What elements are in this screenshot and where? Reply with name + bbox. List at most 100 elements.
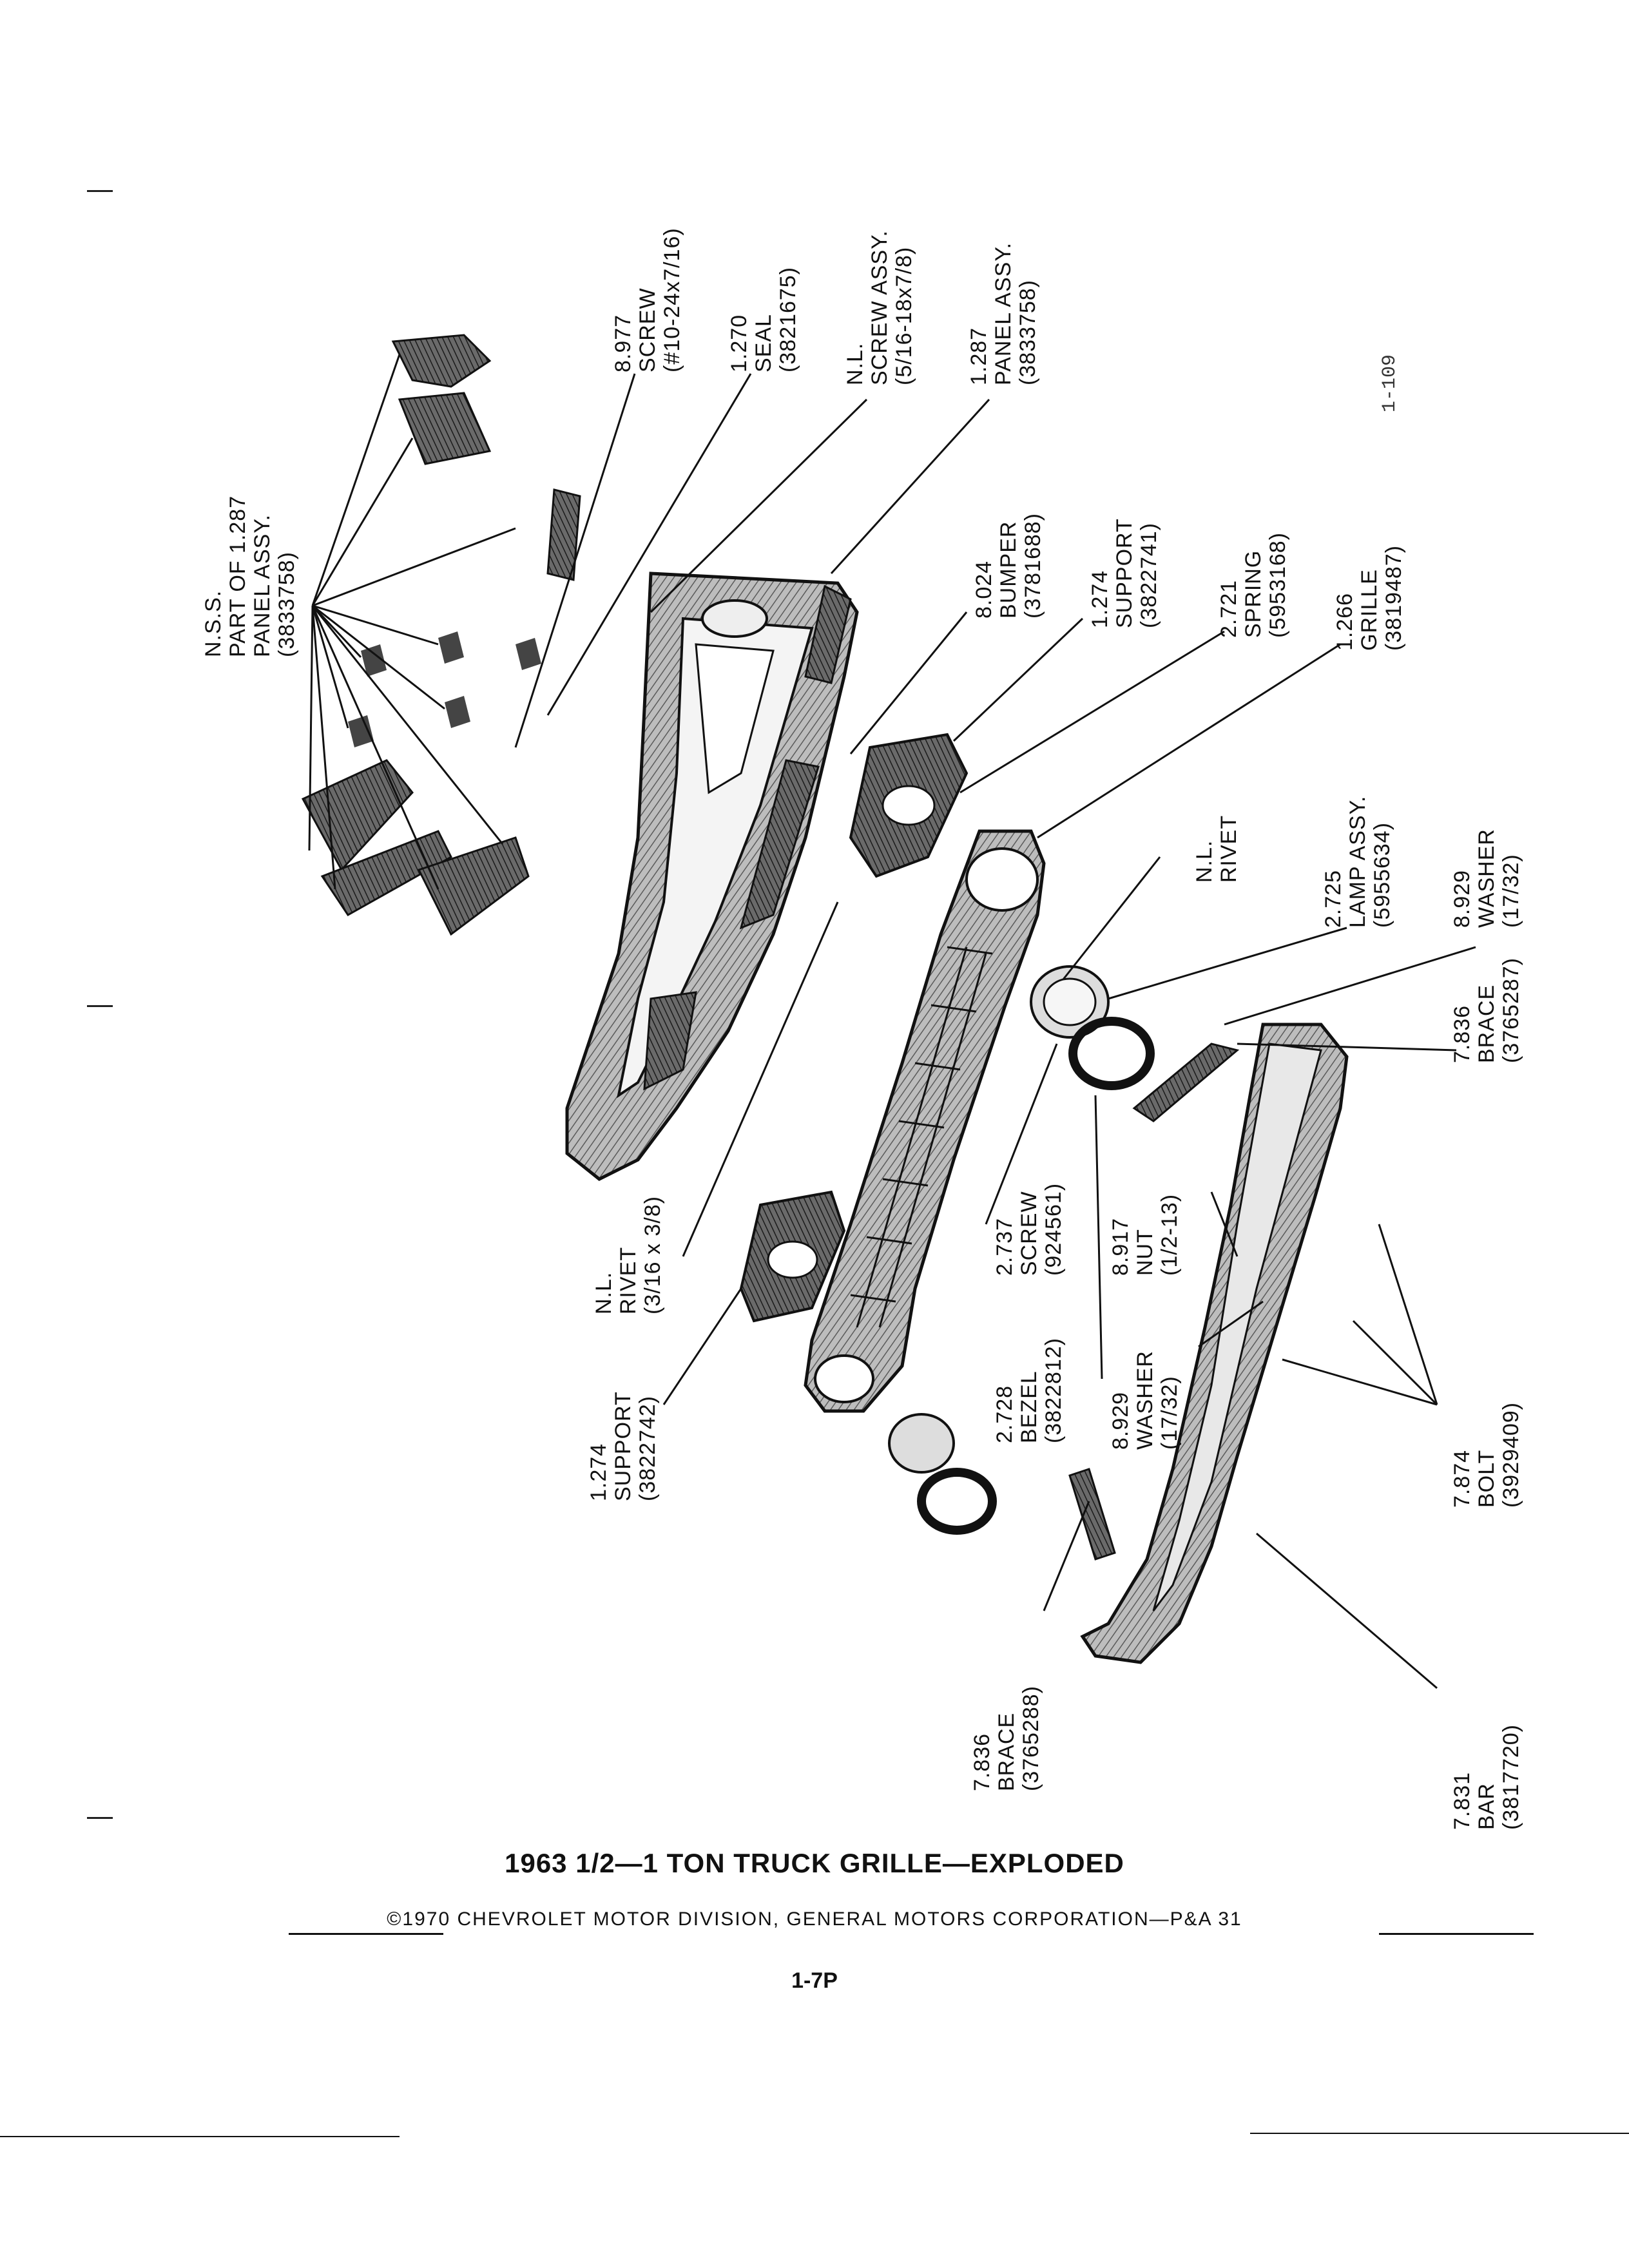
- callout-line: (17/32): [1499, 854, 1523, 928]
- callout-line: 8.929: [1108, 1391, 1133, 1450]
- callout-line: 8.929: [1450, 869, 1474, 928]
- callout-line: 7.874: [1450, 1449, 1474, 1508]
- callout-line: (3833758): [1016, 279, 1040, 385]
- callout-line: (3929409): [1499, 1401, 1523, 1508]
- callout-line: 7.831: [1450, 1771, 1474, 1830]
- panel-assy-part: [565, 572, 859, 1181]
- grille-part: [804, 829, 1046, 1413]
- callout-line: 7.836: [970, 1733, 994, 1791]
- callout-line: PART OF 1.287: [226, 495, 250, 657]
- callout-line: N.L.: [843, 342, 867, 385]
- callout-line: BRACE: [994, 1712, 1019, 1791]
- callout-line: (3833758): [275, 551, 299, 657]
- callout-rivet-upper: N.L.RIVET: [1192, 815, 1241, 883]
- lamp-assy-part: [888, 965, 1110, 1474]
- margin-mark: [87, 1817, 113, 1819]
- callout-line: BAR: [1474, 1783, 1499, 1830]
- callout-line: (5955634): [1370, 822, 1394, 928]
- callout-screw-assy: N.L.SCREW ASSY.(5/16-18x7/8): [843, 230, 916, 385]
- callout-line: SCREW ASSY.: [867, 230, 892, 385]
- callout-line: NUT: [1133, 1229, 1157, 1276]
- callout-line: PANEL ASSY.: [991, 242, 1016, 385]
- callout-line: 1.266: [1333, 592, 1357, 651]
- bottom-rule-right: [1250, 2133, 1629, 2134]
- callout-line: SCREW: [1017, 1191, 1041, 1276]
- callout-line: BUMPER: [996, 521, 1021, 619]
- callout-line: (3/16 x 3/8): [641, 1196, 665, 1314]
- callout-line: (3822812): [1041, 1337, 1066, 1443]
- rule-left: [289, 1933, 443, 1935]
- callout-line: RIVET: [616, 1246, 641, 1314]
- callout-line: PANEL ASSY.: [250, 514, 275, 657]
- margin-mark: [87, 190, 113, 192]
- callout-line: WASHER: [1133, 1350, 1157, 1450]
- callout-line: 8.977: [611, 314, 635, 372]
- margin-mark: [87, 1005, 113, 1007]
- callout-line: 1.287: [967, 327, 991, 385]
- callout-line: (3817720): [1499, 1724, 1523, 1830]
- bottom-rule-left: [0, 2136, 400, 2137]
- callout-line: GRILLE: [1357, 569, 1382, 651]
- callout-line: (924561): [1041, 1182, 1066, 1276]
- callout-line: RIVET: [1217, 814, 1241, 883]
- callout-line: N.L.: [592, 1271, 616, 1314]
- page-number: 1-7P: [791, 1968, 838, 1993]
- small-hardware-part: [301, 334, 581, 936]
- page-ref: 1-109: [1379, 354, 1401, 412]
- callout-line: N.L.: [1192, 840, 1217, 883]
- bezel-part: [917, 1017, 1155, 1535]
- callout-line: BOLT: [1474, 1449, 1499, 1508]
- callout-line: (17/32): [1157, 1376, 1182, 1450]
- callout-line: SCREW: [635, 287, 660, 372]
- lower-support-part: [739, 1190, 846, 1323]
- callout-line: (1/2-13): [1157, 1193, 1182, 1276]
- callout-line: WASHER: [1474, 829, 1499, 928]
- callout-line: 8.024: [972, 560, 996, 619]
- callout-line: 2.737: [992, 1217, 1017, 1276]
- callout-line: 7.836: [1450, 1004, 1474, 1063]
- brace-part: [1068, 1043, 1240, 1561]
- callout-line: (3765288): [1019, 1685, 1043, 1791]
- callout-line: SUPPORT: [611, 1391, 635, 1501]
- callout-line: SEAL: [751, 314, 776, 372]
- callout-line: 1.274: [586, 1443, 611, 1501]
- callout-line: (3819487): [1382, 544, 1406, 651]
- callout-line: (5/16-18x7/8): [892, 246, 916, 385]
- callout-line: N.S.S.: [201, 590, 226, 657]
- callout-line: (5953168): [1266, 532, 1290, 638]
- callout-line: 2.725: [1321, 869, 1345, 928]
- callout-line: (3822742): [635, 1395, 660, 1501]
- callout-line: (3821675): [776, 266, 800, 372]
- callout-line: BRACE: [1474, 984, 1499, 1063]
- upper-support-part: [849, 733, 969, 878]
- callout-line: SUPPORT: [1112, 518, 1137, 628]
- callout-line: 1.270: [727, 314, 751, 372]
- callout-line: SPRING: [1241, 550, 1266, 638]
- callout-line: LAMP ASSY.: [1345, 795, 1370, 928]
- callout-line: 1.274: [1088, 570, 1112, 628]
- callout-line: BEZEL: [1017, 1370, 1041, 1443]
- callout-line: (3765287): [1499, 957, 1523, 1063]
- bumper-bar-part: [1080, 1023, 1349, 1664]
- callout-line: 2.721: [1217, 579, 1241, 638]
- callout-line: (#10-24x7/16): [660, 227, 684, 372]
- callout-line: (3822741): [1137, 522, 1161, 628]
